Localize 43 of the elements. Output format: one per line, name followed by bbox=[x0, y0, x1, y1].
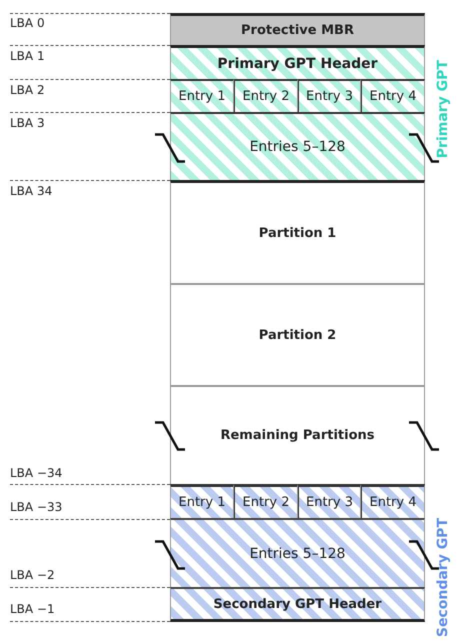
mbr-label: Protective MBR bbox=[241, 23, 354, 38]
lba-label: LBA 3 bbox=[10, 117, 45, 129]
mbr-block bbox=[170, 13, 425, 45]
entry-cell bbox=[234, 484, 298, 518]
lba-label: LBA 34 bbox=[10, 185, 52, 197]
entries-block bbox=[170, 518, 425, 587]
entry-label: Entry 3 bbox=[306, 495, 353, 510]
section-label: Primary GPT bbox=[436, 60, 450, 158]
entries-block bbox=[170, 112, 425, 180]
entry-cell bbox=[361, 79, 425, 112]
entry-label: Entry 4 bbox=[370, 89, 416, 104]
partition-block bbox=[170, 180, 425, 283]
entry-label: Entry 2 bbox=[242, 89, 290, 104]
entry-cell bbox=[298, 484, 361, 518]
header-label: Secondary GPT Header bbox=[213, 596, 382, 612]
entry-cell bbox=[234, 79, 298, 112]
lba-label: LBA 1 bbox=[10, 50, 45, 62]
lba-label: LBA −33 bbox=[10, 501, 62, 513]
header-block bbox=[170, 45, 425, 79]
lba-label: LBA −34 bbox=[10, 467, 62, 479]
entries-label: Entries 5–128 bbox=[250, 139, 346, 155]
lba-label: LBA −1 bbox=[10, 603, 55, 615]
entries-label: Entries 5–128 bbox=[250, 546, 346, 562]
entry-cell bbox=[170, 79, 234, 112]
partition-label: Remaining Partitions bbox=[220, 428, 375, 443]
partition-block bbox=[170, 283, 425, 385]
header-label: Primary GPT Header bbox=[217, 56, 378, 72]
entry-cell bbox=[170, 484, 234, 518]
lba-label: LBA 2 bbox=[10, 84, 45, 96]
section-label: Secondary GPT bbox=[436, 518, 450, 638]
partition-label: Partition 1 bbox=[258, 226, 336, 240]
entry-label: Entry 4 bbox=[370, 495, 416, 510]
partition-label: Partition 2 bbox=[258, 328, 336, 342]
entry-label: Entry 1 bbox=[178, 495, 226, 510]
lba-label: LBA 0 bbox=[10, 17, 45, 29]
partition-block bbox=[170, 385, 425, 484]
entry-cell bbox=[298, 79, 361, 112]
lba-label: LBA −2 bbox=[10, 569, 55, 581]
entry-label: Entry 1 bbox=[178, 89, 226, 104]
entry-label: Entry 3 bbox=[306, 89, 353, 104]
entry-cell bbox=[361, 484, 425, 518]
entry-label: Entry 2 bbox=[242, 495, 290, 510]
header-block bbox=[170, 587, 425, 622]
